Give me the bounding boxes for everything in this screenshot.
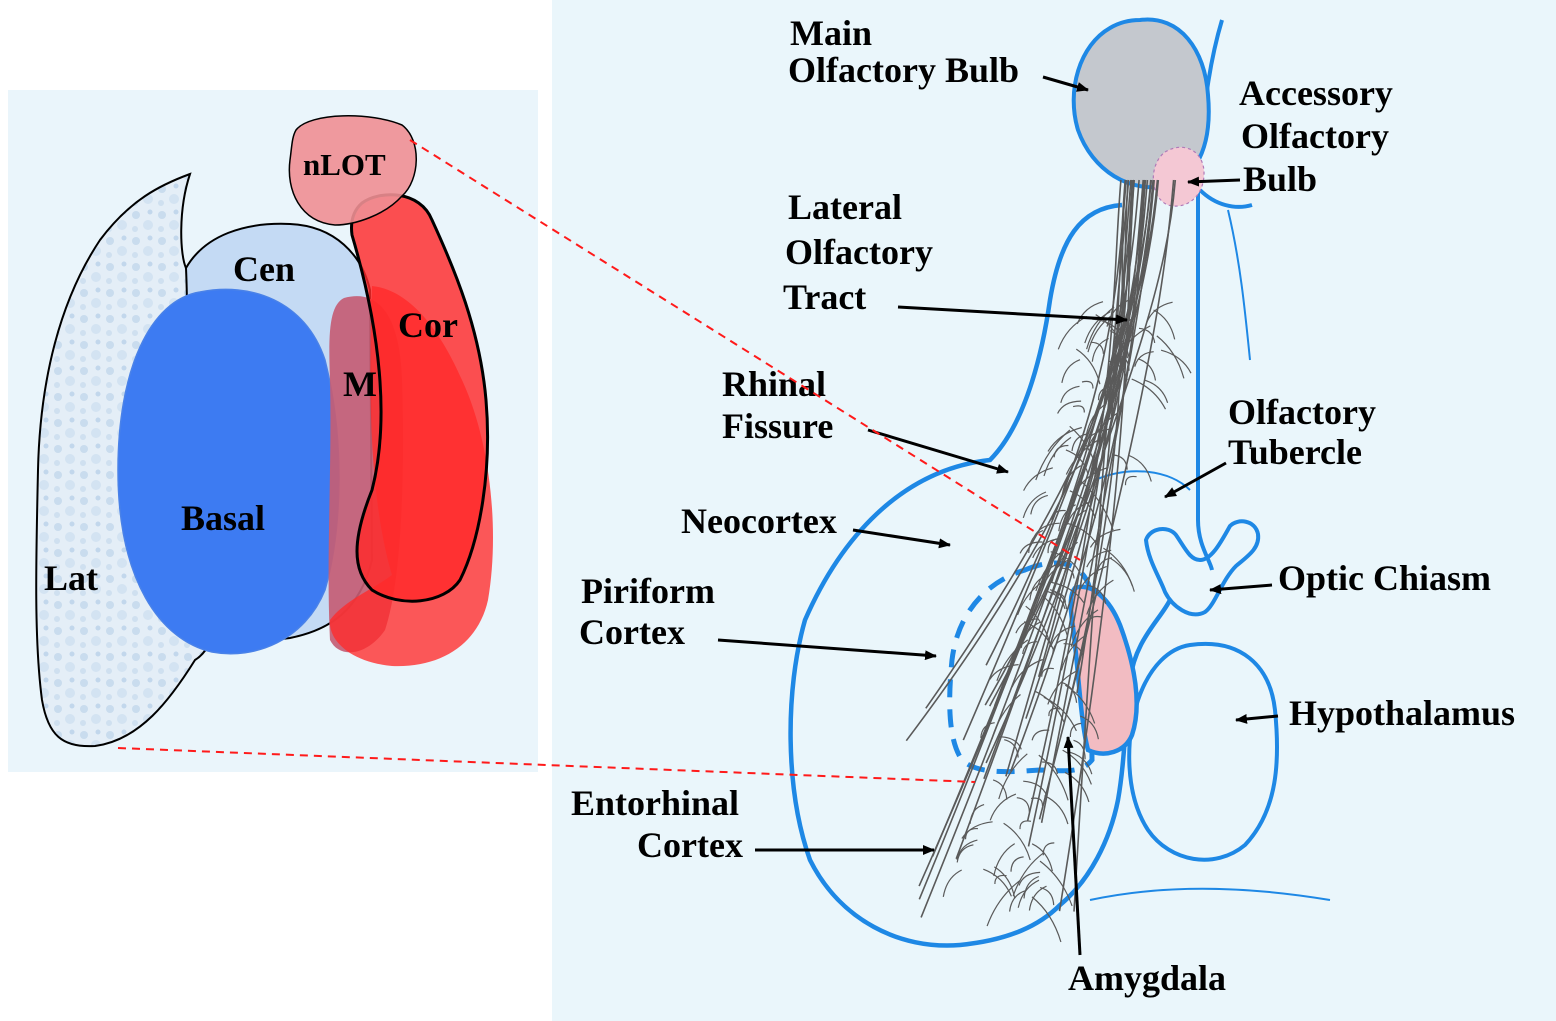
lat-label: Lat (44, 558, 98, 598)
main-bulb-label-line2: Olfactory Bulb (788, 50, 1019, 90)
arrow-accessory-bulb (1188, 180, 1240, 182)
cen-label: Cen (233, 249, 295, 289)
brain-ventral-panel: Main Olfactory Bulb Accessory Olfactory … (552, 0, 1556, 1021)
basal-nucleus (118, 289, 339, 653)
main-bulb-label-line1: Main (790, 13, 872, 53)
hypothalamus-label: Hypothalamus (1289, 693, 1515, 733)
m-label: M (343, 364, 377, 404)
piriform-label-line1: Piriform (581, 571, 715, 611)
amygdala-label: Amygdala (1068, 958, 1226, 998)
tubercle-label-line1: Olfactory (1228, 392, 1376, 432)
piriform-label-line2: Cortex (579, 612, 685, 652)
accessory-bulb-label-line2: Olfactory (1241, 116, 1389, 156)
cor-label: Cor (398, 305, 458, 345)
neocortex-label: Neocortex (681, 501, 837, 541)
amygdala-nuclei-panel: nLOT Cen Cor M Basal Lat (8, 90, 538, 772)
rhinal-fissure-label-line1: Rhinal (722, 364, 826, 404)
lot-label-line1: Lateral (788, 187, 902, 227)
lot-label-line2: Olfactory (785, 232, 933, 272)
nlot-label: nLOT (303, 147, 386, 182)
entorhinal-label-line2: Cortex (637, 825, 743, 865)
lot-label-line3: Tract (783, 277, 866, 317)
entorhinal-label-line1: Entorhinal (571, 783, 739, 823)
accessory-bulb-label-line3: Bulb (1243, 159, 1317, 199)
rhinal-fissure-label-line2: Fissure (722, 406, 833, 446)
optic-chiasm-label: Optic Chiasm (1278, 558, 1491, 598)
tubercle-label-line2: Tubercle (1228, 432, 1362, 472)
accessory-bulb-label-line1: Accessory (1239, 73, 1393, 113)
basal-label: Basal (181, 498, 265, 538)
